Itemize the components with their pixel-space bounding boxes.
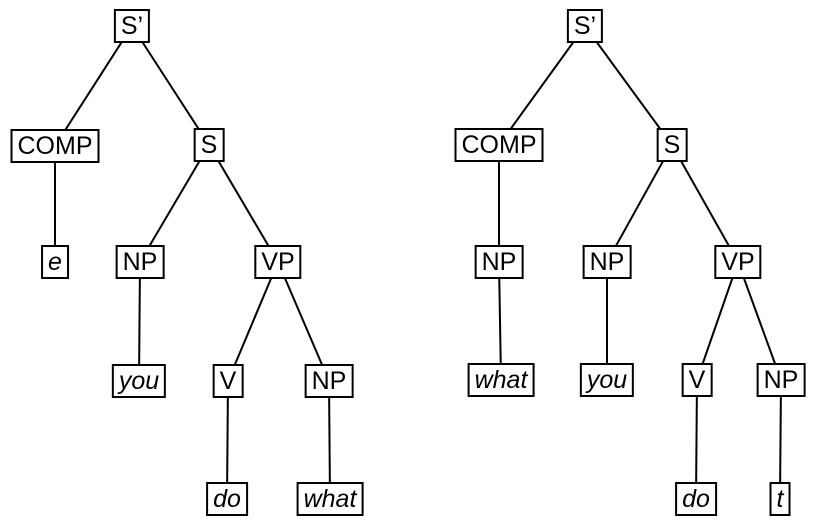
tree-edge-left-tree-s-vp xyxy=(208,144,279,263)
tree-node-right-tree-what: what xyxy=(467,363,535,397)
tree-edge-right-tree-np1-what xyxy=(498,261,502,381)
tree-edge-right-tree-v-do xyxy=(695,379,698,500)
tree-node-left-tree-s: S xyxy=(193,128,225,162)
tree-edge-right-tree-s-vp xyxy=(671,144,739,263)
tree-node-left-tree-v: V xyxy=(212,364,244,398)
tree-node-right-tree-t: t xyxy=(769,482,791,516)
tree-edge-left-tree-np2-what xyxy=(328,380,331,500)
tree-node-left-tree-do: do xyxy=(206,482,248,516)
tree-node-left-tree-np2: NP xyxy=(304,364,354,398)
tree-edge-right-tree-s-np2 xyxy=(606,144,673,263)
tree-edge-left-tree-sbar-comp xyxy=(54,25,133,147)
tree-node-left-tree-comp: COMP xyxy=(10,129,100,163)
tree-node-right-tree-comp: COMP xyxy=(454,128,544,162)
tree-node-right-tree-do: do xyxy=(675,482,717,516)
tree-edge-right-tree-np3-t xyxy=(779,379,782,500)
tree-node-left-tree-what: what xyxy=(296,482,364,516)
tree-node-right-tree-np1: NP xyxy=(474,245,524,279)
tree-edge-left-tree-vp-np2 xyxy=(277,261,330,382)
tree-node-left-tree-you: you xyxy=(111,364,167,398)
tree-edge-right-tree-vp-v xyxy=(696,261,739,381)
tree-node-right-tree-sbar: S’ xyxy=(566,9,604,43)
tree-edge-right-tree-vp-np3 xyxy=(737,261,782,381)
tree-node-right-tree-v: V xyxy=(681,363,713,397)
tree-edge-left-tree-s-np1 xyxy=(139,144,210,263)
tree-node-right-tree-np3: NP xyxy=(756,363,806,397)
tree-edge-right-tree-sbar-s xyxy=(584,25,673,146)
tree-node-right-tree-s: S xyxy=(656,128,688,162)
tree-edge-left-tree-vp-v xyxy=(227,261,279,382)
tree-node-right-tree-vp: VP xyxy=(714,245,762,279)
tree-node-left-tree-np1: NP xyxy=(115,245,165,279)
tree-edge-left-tree-v-do xyxy=(226,380,229,500)
tree-node-left-tree-e: e xyxy=(41,245,69,279)
tree-node-left-tree-sbar: S’ xyxy=(113,9,151,43)
tree-node-right-tree-you: you xyxy=(579,363,635,397)
tree-edge-left-tree-sbar-s xyxy=(131,25,210,146)
tree-node-left-tree-vp: VP xyxy=(254,245,302,279)
tree-edge-left-tree-np1-you xyxy=(138,261,141,382)
tree-node-right-tree-np2: NP xyxy=(582,245,632,279)
tree-edge-right-tree-sbar-comp xyxy=(498,25,586,146)
